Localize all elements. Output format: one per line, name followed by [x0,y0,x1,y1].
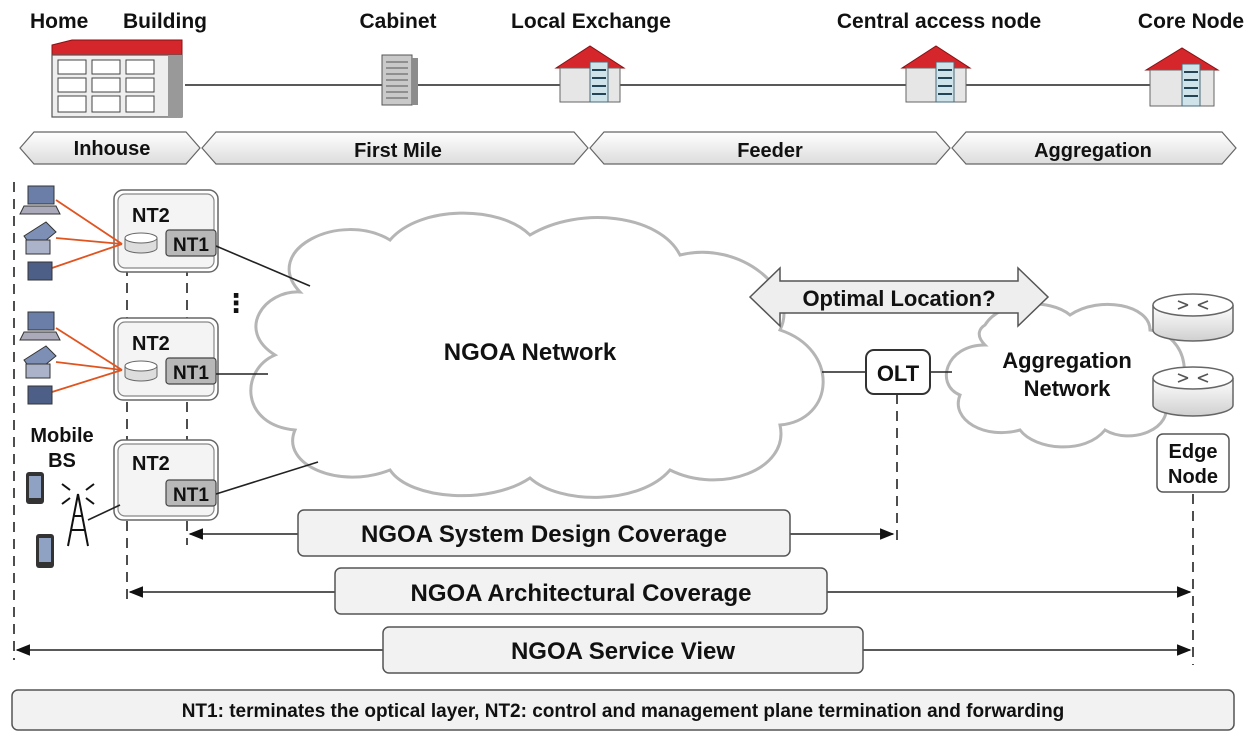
segment-aggregation [951,131,1237,165]
local-exchange-icon [554,45,626,103]
edge-router-top-icon [1152,293,1234,342]
segment-aggregation-label: Aggregation [1034,140,1152,162]
phone-icon [23,345,57,379]
edge-node-label-1: Edge [1169,441,1218,463]
service-view-label: NGOA Service View [511,638,735,665]
core-node-icon [1144,47,1220,107]
nt2-group-1: NT2 NT1 [113,189,219,273]
home-label: Home [30,10,88,33]
cabinet-icon [381,54,418,106]
monitor-icon [27,385,53,405]
central-access-node-icon [900,45,972,103]
edge-router-bottom-icon [1152,366,1234,417]
architectural-coverage: NGOA Architectural Coverage [128,567,1192,615]
footer-legend-text: NT1: terminates the optical layer, NT2: … [182,701,1065,722]
aggregation-network-label-2: Network [1024,376,1112,401]
optimal-location-arrow: Optimal Location? [748,266,1050,328]
segment-feeder [589,131,951,165]
location-row: Home Building Cabinet Local Exchange Cen… [30,10,1244,118]
olt-label: OLT [877,361,920,386]
service-view-coverage: NGOA Service View [15,626,1192,674]
nt2-group-2: NT2 NT1 [113,317,219,401]
building-icon [51,39,183,118]
nt2-label: NT2 [132,333,170,355]
edge-node-label-2: Node [1168,466,1218,488]
edge-node-box: Edge Node [1156,433,1230,493]
nt1-label: NT1 [173,235,209,256]
user-devices-group-1 [19,185,123,281]
phone-icon [23,221,57,255]
nt2-label: NT2 [132,453,170,475]
segment-inhouse [19,131,201,165]
footer-legend: NT1: terminates the optical layer, NT2: … [11,689,1235,731]
system-design-coverage-label: NGOA System Design Coverage [361,521,727,548]
aggregation-network-label-1: Aggregation [1002,348,1132,373]
nt1-cloud-link-3 [215,461,319,495]
local-exchange-label: Local Exchange [511,10,671,33]
user-devices-group-2 [19,311,123,405]
segment-row: Inhouse First Mile Feeder Aggregation [19,131,1237,165]
mobile-bs-label-2: BS [48,450,76,472]
segment-first-mile-label: First Mile [354,140,442,162]
ngoa-network-cloud [249,211,825,499]
router-icon [124,232,158,254]
nt1-label: NT1 [173,363,209,384]
mobile-bs-label-1: Mobile [30,425,93,447]
computer-icon [19,185,61,215]
nt1-cloud-link-1 [215,245,311,287]
bs-to-nt2-link [87,504,121,521]
router-icon [124,360,158,382]
cabinet-label: Cabinet [359,10,436,33]
smartphone-icon [36,534,54,568]
system-design-coverage: NGOA System Design Coverage [188,509,895,557]
antenna-tower-icon [61,483,95,547]
more-units-ellipsis: ⋮ [223,288,249,318]
aggregation-network-cloud [944,302,1186,449]
segment-first-mile [201,131,589,165]
segment-inhouse-label: Inhouse [74,138,151,160]
olt-node: OLT [865,349,931,395]
building-label: Building [123,10,207,33]
smartphone-icon [26,472,44,504]
central-access-node-label: Central access node [837,10,1041,33]
nt1-label: NT1 [173,485,209,506]
optimal-location-label: Optimal Location? [802,286,995,311]
ngoa-network-label: NGOA Network [444,339,617,366]
nt2-group-3: NT2 NT1 [113,439,219,521]
architectural-coverage-label: NGOA Architectural Coverage [411,580,752,607]
core-node-label: Core Node [1138,10,1244,33]
nt2-label: NT2 [132,205,170,227]
segment-feeder-label: Feeder [737,140,803,162]
computer-icon [19,311,61,341]
monitor-icon [27,261,53,281]
